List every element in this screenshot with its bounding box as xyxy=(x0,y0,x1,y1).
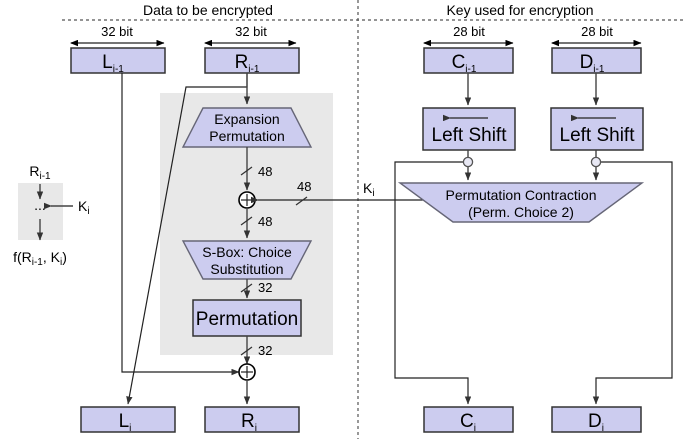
box-d-out[interactable] xyxy=(551,406,642,433)
box-left-shift-c[interactable] xyxy=(422,107,516,151)
tap-point-c xyxy=(462,156,474,168)
box-c-out-label: Ci xyxy=(460,411,476,434)
perm-contraction-line2: (Perm. Choice 2) xyxy=(468,204,574,220)
legend-key-label: Ki xyxy=(78,198,90,217)
legend-output-label: f(Ri-1, Ki) xyxy=(13,249,67,268)
wire-label-subkey: Ki xyxy=(363,180,375,199)
wire-label-expansion-out: 48 xyxy=(258,164,272,179)
legend-input-label: Ri-1 xyxy=(29,163,51,182)
box-left-shift-d[interactable] xyxy=(550,107,644,151)
bitwidth-slash-key-in xyxy=(295,196,308,206)
wire-label-sbox-out: 32 xyxy=(258,280,272,295)
wire-tap-c-to-c-out xyxy=(394,161,472,405)
header-right: Key used for encryption xyxy=(446,2,593,18)
box-r-out[interactable] xyxy=(204,406,300,433)
box-d-prev-label: Di-1 xyxy=(580,52,605,75)
bit-label-r-prev: 32 bit xyxy=(235,24,267,39)
box-l-out-label: Li xyxy=(119,411,132,434)
wire-label-key-in: 48 xyxy=(297,179,311,194)
box-left-shift-d-label: Left Shift xyxy=(560,125,636,146)
box-r-prev[interactable] xyxy=(204,47,300,74)
legend-ellipsis: ... xyxy=(34,197,46,213)
shape-expansion-permutation[interactable] xyxy=(181,107,313,148)
box-l-prev-label: Li-1 xyxy=(102,52,124,75)
box-c-prev-label: Ci-1 xyxy=(452,52,477,75)
expansion-permutation-line2: Permutation xyxy=(209,128,284,144)
shape-permutation-contraction[interactable] xyxy=(397,182,645,223)
wire-l-prev-to-xor2 xyxy=(121,73,240,376)
box-permutation[interactable] xyxy=(192,299,302,337)
bit-label-c-prev: 28 bit xyxy=(453,24,485,39)
box-r-out-label: Ri xyxy=(241,411,257,434)
bitwidth-slash-xor-out xyxy=(240,216,253,226)
box-d-out-label: Di xyxy=(588,411,604,434)
bitwidth-slash-expansion-out xyxy=(240,166,253,176)
bit-label-l-prev: 32 bit xyxy=(101,24,133,39)
box-left-shift-c-label: Left Shift xyxy=(432,125,508,146)
box-l-out[interactable] xyxy=(80,406,176,433)
bit-label-d-prev: 28 bit xyxy=(581,24,613,39)
header-left: Data to be encrypted xyxy=(143,2,273,18)
wire-label-perm-out: 32 xyxy=(258,343,272,358)
sbox-line1: S-Box: Choice xyxy=(202,244,292,260)
box-r-prev-label: Ri-1 xyxy=(235,52,260,75)
perm-contraction-line1: Permutation Contraction xyxy=(446,187,597,203)
box-l-prev[interactable] xyxy=(70,47,166,74)
bitwidth-slash-sbox-out xyxy=(240,283,253,293)
wire-label-xor-out: 48 xyxy=(258,214,272,229)
shape-sbox-choice-substitution[interactable] xyxy=(181,240,313,280)
sbox-line2: Substitution xyxy=(210,261,283,277)
bitwidth-slash-perm-out xyxy=(240,346,253,356)
expansion-permutation-line1: Expansion xyxy=(214,111,279,127)
box-permutation-label: Permutation xyxy=(196,309,298,330)
wire-tap-d-to-d-out xyxy=(592,161,673,405)
tap-point-d xyxy=(590,156,602,168)
box-c-out[interactable] xyxy=(423,406,514,433)
